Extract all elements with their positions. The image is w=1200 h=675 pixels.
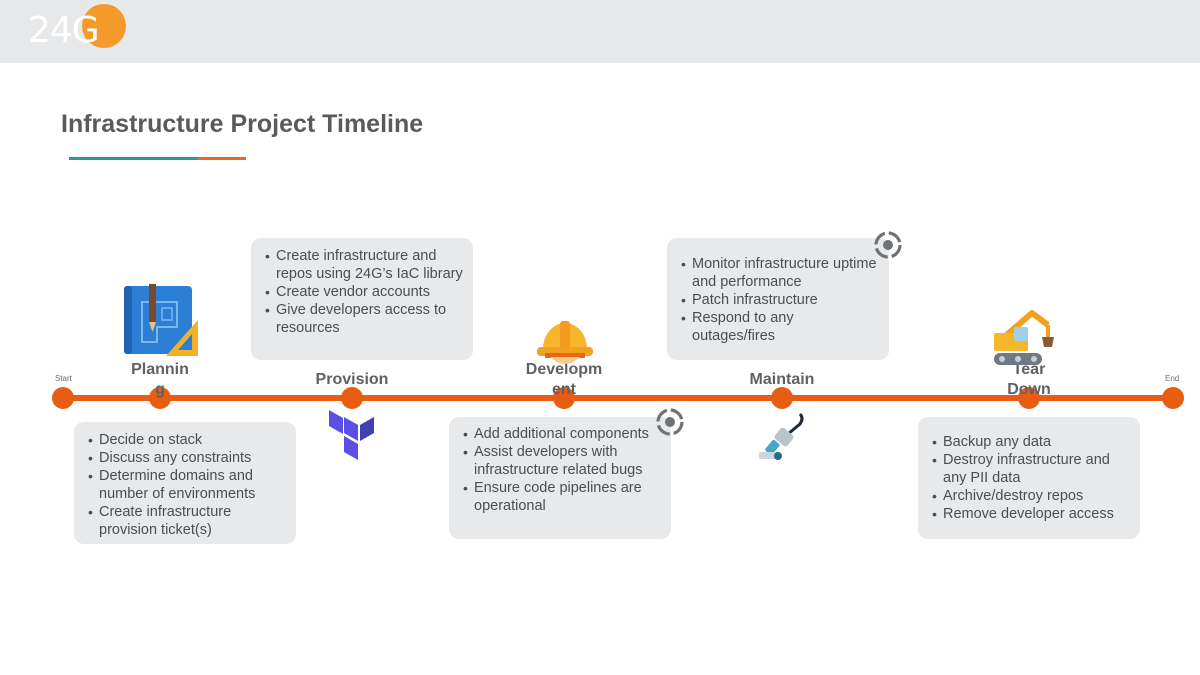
maintain-tasks-box: Monitor infrastructure uptime and perfor… [667, 238, 889, 360]
planning-task-list: Decide on stack Discuss any constraints … [74, 422, 296, 539]
timeline-dot-planning [149, 387, 171, 409]
vacuum-icon [759, 412, 804, 460]
list-item: Create infrastructure and repos using 24… [265, 247, 463, 283]
refresh-cycle-icon [656, 408, 684, 436]
list-item: Assist developers with infrastructure re… [463, 443, 661, 479]
list-item: Decide on stack [88, 431, 286, 449]
list-item: Ensure code pipelines are operational [463, 479, 661, 515]
teardown-task-list: Backup any data Destroy infrastructure a… [918, 417, 1140, 523]
list-item: Respond to any outages/fires [681, 309, 879, 345]
list-item: Patch infrastructure [681, 291, 879, 309]
page-title: Infrastructure Project Timeline [61, 110, 424, 138]
list-item: Destroy infrastructure and any PII data [932, 451, 1130, 487]
list-item: Determine domains and number of environm… [88, 467, 286, 503]
timeline-end-label: End [1165, 374, 1180, 383]
development-tasks-box: Add additional components Assist develop… [449, 417, 671, 539]
blueprint-icon [124, 284, 198, 356]
timeline-dot-maintain [771, 387, 793, 409]
logo-circle [82, 4, 126, 48]
list-item: Create vendor accounts [265, 283, 463, 301]
provision-tasks-box: Create infrastructure and repos using 24… [251, 238, 473, 360]
teardown-tasks-box: Backup any data Destroy infrastructure a… [918, 417, 1140, 539]
header-bar: 24G [0, 0, 1200, 63]
list-item: Monitor infrastructure uptime and perfor… [681, 255, 879, 291]
stage-label-provision: Provision [292, 370, 412, 390]
planning-tasks-box: Decide on stack Discuss any constraints … [74, 422, 296, 544]
stage-label-line: Maintain [749, 371, 815, 388]
stage-label-line: Provision [315, 371, 389, 388]
excavator-icon [994, 310, 1054, 365]
timeline-end-dot [1162, 387, 1184, 409]
stage-label-line: g [155, 381, 165, 398]
refresh-cycle-icon [874, 231, 902, 259]
terraform-logo-icon [329, 410, 374, 460]
list-item: Discuss any constraints [88, 449, 286, 467]
timeline-dot-development [553, 387, 575, 409]
maintain-task-list: Monitor infrastructure uptime and perfor… [667, 238, 889, 345]
timeline-start-dot [52, 387, 74, 409]
stage-label-line: Developm [525, 361, 603, 378]
title-underline-orange [197, 157, 246, 160]
list-item: Remove developer access [932, 505, 1130, 523]
timeline-dot-provision [341, 387, 363, 409]
stage-label-teardown: Tear Down [979, 360, 1079, 400]
stage-label-development: Developm ent [509, 360, 619, 400]
list-item: Backup any data [932, 433, 1130, 451]
logo-text: 24G [28, 10, 100, 51]
stage-label-line: Plannin [131, 361, 189, 378]
list-item: Give developers access to resources [265, 301, 463, 337]
hard-hat-icon [537, 321, 593, 364]
timeline-start-label: Start [55, 374, 72, 383]
list-item: Archive/destroy repos [932, 487, 1130, 505]
stage-label-line: Down [1007, 381, 1051, 398]
title-underline-teal [69, 157, 197, 160]
timeline-line [62, 395, 1174, 401]
company-logo[interactable]: 24G [28, 4, 128, 56]
timeline-dot-teardown [1018, 387, 1040, 409]
stage-label-line: ent [552, 381, 576, 398]
provision-task-list: Create infrastructure and repos using 24… [251, 238, 473, 337]
list-item: Create infrastructure provision ticket(s… [88, 503, 286, 539]
stage-label-maintain: Maintain [722, 370, 842, 390]
list-item: Add additional components [463, 425, 661, 443]
stage-label-line: Tear [1012, 361, 1046, 378]
development-task-list: Add additional components Assist develop… [449, 417, 671, 515]
stage-label-planning: Plannin g [110, 360, 210, 400]
